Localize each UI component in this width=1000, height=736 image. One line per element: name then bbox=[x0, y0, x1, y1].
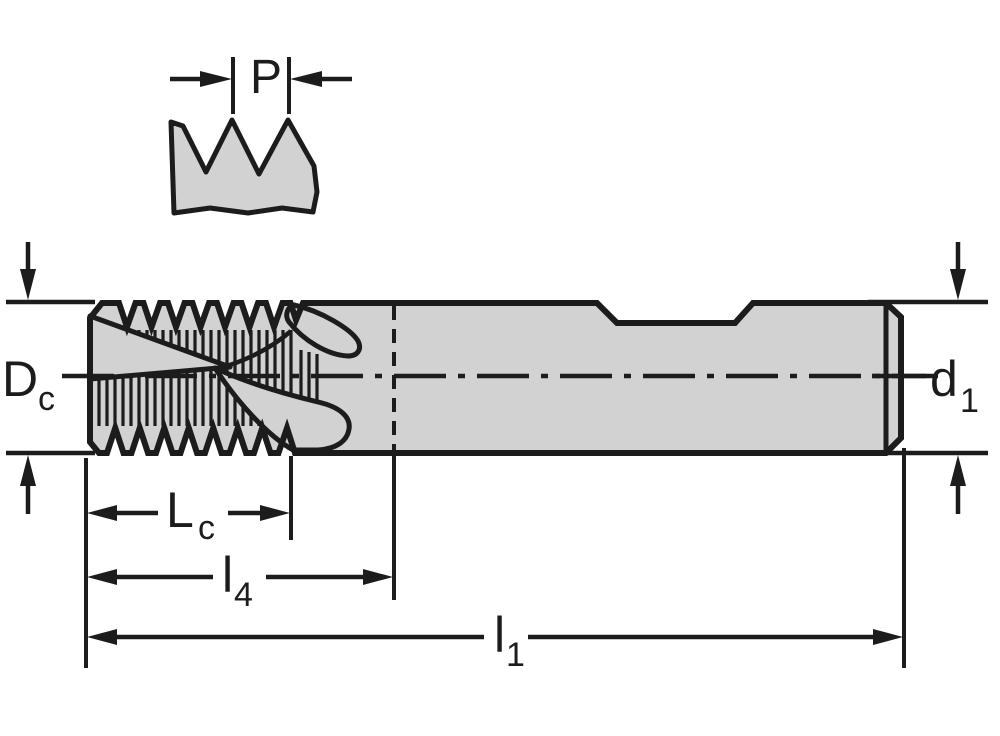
lc-label-sub: c bbox=[198, 509, 215, 547]
flute-upper-runout bbox=[284, 302, 363, 359]
dc-label-sub: c bbox=[38, 380, 55, 418]
l4-label-sub: 4 bbox=[234, 576, 253, 614]
dc-label-main: D bbox=[2, 351, 38, 407]
lc-label-main: L bbox=[166, 482, 194, 538]
dc-arrowhead-down bbox=[20, 269, 36, 300]
flute-helix-edge bbox=[215, 329, 293, 372]
l4-dimension: l 4 bbox=[87, 547, 393, 614]
lc-arrowhead-right bbox=[260, 505, 290, 521]
l4-label-main: l bbox=[222, 547, 233, 603]
l4-arrowhead-left bbox=[87, 569, 117, 585]
dc-label: D c bbox=[2, 351, 55, 418]
l1-label-main: l bbox=[494, 607, 505, 663]
diameter-dimensions: D c d 1 bbox=[2, 242, 988, 514]
l1-arrowhead-left bbox=[87, 629, 117, 645]
l1-label-sub: 1 bbox=[506, 636, 525, 674]
l1-dimension: l 1 bbox=[87, 607, 903, 674]
pitch-arrowhead-right bbox=[290, 71, 322, 87]
thread-profile-shape bbox=[168, 117, 320, 216]
lc-dimension: L c bbox=[87, 482, 290, 547]
lc-arrowhead-left bbox=[87, 505, 117, 521]
l4-arrowhead-right bbox=[363, 569, 393, 585]
pitch-label: P bbox=[250, 51, 282, 104]
d1-label-main: d bbox=[930, 351, 958, 407]
dc-arrowhead-up bbox=[20, 455, 36, 486]
d1-label-sub: 1 bbox=[960, 382, 979, 420]
pitch-extension-lines bbox=[231, 57, 291, 114]
thread-profile-detail: P bbox=[168, 51, 352, 216]
length-dimensions: L c l 4 l 1 bbox=[84, 448, 906, 674]
d1-arrowhead-up bbox=[950, 455, 966, 486]
d1-arrowhead-down bbox=[950, 269, 966, 300]
l1-arrowhead-right bbox=[873, 629, 903, 645]
pitch-arrowhead-left bbox=[200, 71, 232, 87]
d1-label: d 1 bbox=[930, 351, 979, 420]
